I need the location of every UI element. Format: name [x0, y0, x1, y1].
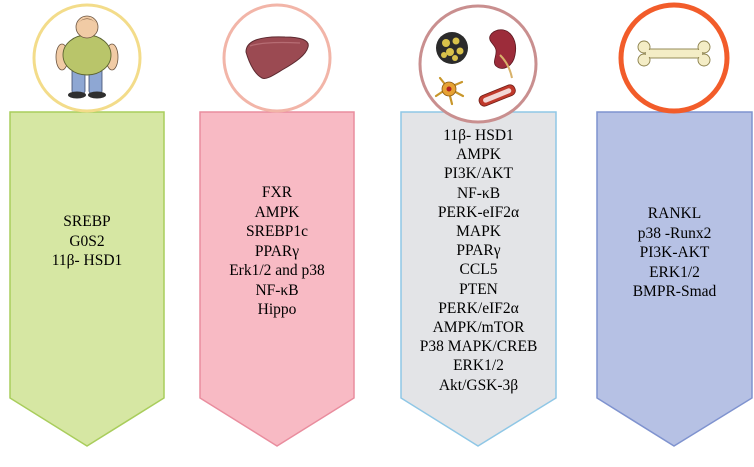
bone-icon	[637, 40, 711, 67]
column-2-arrow	[199, 111, 355, 447]
column-1-arrow	[9, 111, 165, 447]
column-4-pathways: RANKL p38 -Runx2 PI3K-AKT ERK1/2 BMPR-Sm…	[597, 204, 752, 302]
adipose-tissue-icon	[436, 32, 468, 64]
pathway-item: NF-κB	[255, 281, 299, 299]
column-3-shape	[400, 4, 557, 447]
column-2-pathways: FXR AMPK SREBP1c PPARγ Erk1/2 and p38 NF…	[200, 183, 354, 320]
pathway-item: 11β- HSD1	[443, 127, 514, 144]
tissues-cluster-icon	[434, 29, 517, 107]
pathway-item: PTEN	[459, 280, 498, 298]
obese-person-icon	[55, 15, 119, 99]
pathway-item: FXR	[261, 184, 293, 201]
pathway-item: AMPK	[254, 203, 300, 221]
column-3-ring	[418, 4, 538, 124]
pathway-item: NF-κB	[456, 184, 501, 202]
pathway-item: Erk1/2 and p38	[229, 262, 325, 279]
pathway-item: G0S2	[69, 232, 105, 250]
pathway-item: PI3K-AKT	[639, 244, 710, 261]
pathway-item: PPARγ	[456, 242, 501, 260]
pathway-item: MAPK	[456, 223, 501, 241]
pathway-item: P38 MAPK/CREB	[419, 338, 538, 356]
pathway-item: Akt/GSK-3β	[438, 376, 519, 394]
pathway-item: ERK1/2	[649, 263, 700, 281]
pathway-item: ERK1/2	[453, 357, 504, 375]
column-1-pathways: SREBP G0S2 11β- HSD1	[10, 212, 164, 271]
blood-vessel-icon	[478, 84, 516, 107]
column-1-shape	[9, 3, 165, 447]
pathway-item: p38 -Runx2	[637, 224, 712, 242]
pathway-item: PERK-eIF2α	[437, 203, 520, 221]
pathway-item: BMPR-Smad	[632, 283, 717, 300]
column-4-arrow	[596, 111, 753, 447]
column-4-shape	[596, 2, 753, 447]
column-2-shape	[199, 3, 355, 447]
pathway-item: AMPK	[456, 146, 501, 164]
pathway-item: PPARγ	[254, 242, 300, 260]
pathway-item: SREBP1c	[245, 223, 308, 240]
pathway-item: RANKL	[647, 205, 702, 222]
pathway-item: PERK/eIF2α	[438, 299, 519, 317]
kidney-icon	[489, 29, 517, 79]
pathway-item: SREBP	[63, 213, 111, 230]
pathway-item: PI3K/AKT	[444, 165, 513, 183]
pathway-item: CCL5	[459, 261, 498, 279]
pathway-item: Hippo	[257, 301, 297, 318]
column-3-arrow	[400, 111, 557, 447]
liver-icon	[245, 36, 309, 79]
pathway-item: 11β- HSD1	[51, 252, 123, 269]
pathway-item: AMPK/mTOR	[432, 319, 525, 337]
column-3-pathways: 11β- HSD1 AMPK PI3K/AKT NF-κB PERK-eIF2α…	[401, 126, 556, 395]
neuron-icon	[434, 76, 465, 106]
